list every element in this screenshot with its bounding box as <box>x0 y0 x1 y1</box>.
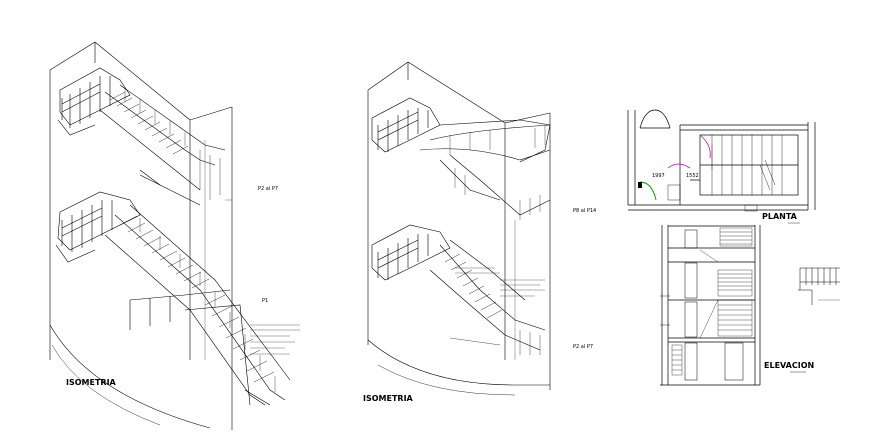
door-swing-magenta-upper <box>699 134 711 159</box>
isometric-view-left <box>49 41 300 430</box>
door-swing-green <box>639 181 657 201</box>
isometric-view-middle <box>367 61 551 396</box>
label-p2-p7-mid: P2 al P7 <box>573 344 593 350</box>
elevation-view <box>660 225 761 386</box>
dim-1552: 1552 <box>686 173 699 179</box>
label-p1-left: P1 <box>262 298 268 304</box>
label-p8-p14-mid: P8 al P14 <box>573 208 596 214</box>
label-elevacion: ELEVACION <box>764 361 814 370</box>
plan-view <box>627 109 816 212</box>
door-swing-magenta-lower <box>667 163 691 169</box>
dim-1997: 1997 <box>652 173 665 179</box>
label-p2-p7-left: P2 al P7 <box>258 186 278 192</box>
upper-stair-flight-middle <box>371 97 551 220</box>
upper-stair-flight-left <box>57 67 226 206</box>
label-planta: PLANTA <box>762 212 798 221</box>
lower-stair-flight-left <box>55 191 291 406</box>
label-isometria-left: ISOMETRIA <box>66 378 117 387</box>
label-isometria-mid: ISOMETRIA <box>363 394 414 403</box>
railing-detail <box>798 267 840 305</box>
wall-mark <box>638 182 642 188</box>
